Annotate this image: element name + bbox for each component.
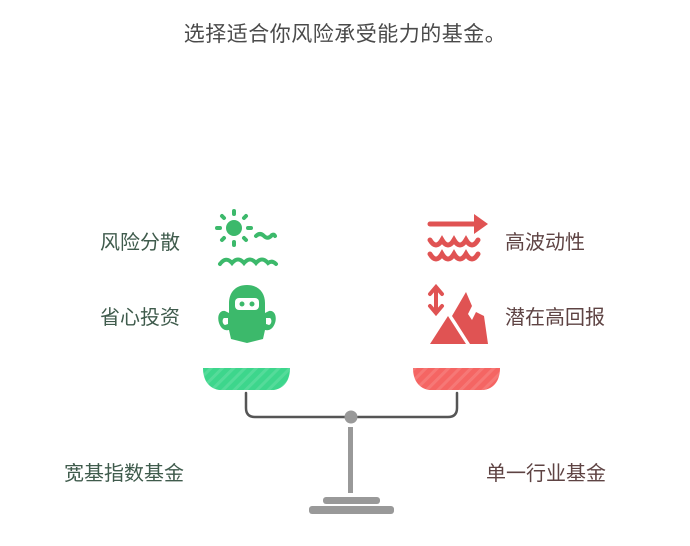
person-reading-icon	[215, 283, 279, 347]
feature-label-high-return: 潜在高回报	[505, 305, 605, 329]
waves-arrow-icon	[426, 210, 490, 268]
single-sector-fund-label: 单一行业基金	[486, 461, 606, 485]
feature-label-high-volatility: 高波动性	[505, 230, 585, 254]
feature-label-hassle-free: 省心投资	[100, 305, 180, 329]
page-title: 选择适合你风险承受能力的基金。	[183, 22, 507, 46]
mountain-arrow-icon	[426, 284, 490, 346]
sun-waves-icon	[214, 208, 280, 270]
balance-scale	[0, 360, 690, 520]
broad-index-fund-label: 宽基指数基金	[64, 461, 184, 485]
feature-label-risk-diversification: 风险分散	[100, 230, 180, 254]
